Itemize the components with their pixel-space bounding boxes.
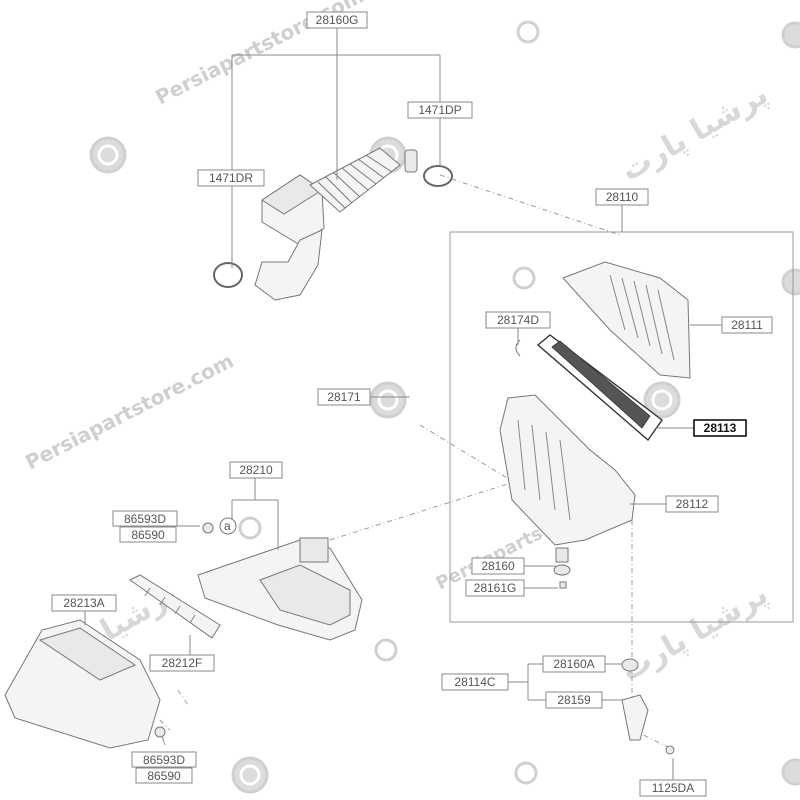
svg-text:28212F: 28212F: [162, 656, 203, 670]
svg-text:28161G: 28161G: [474, 581, 517, 595]
marker-a-letter: a: [224, 519, 231, 533]
watermark-logo-icon: [781, 268, 800, 296]
svg-text:28160G: 28160G: [316, 13, 359, 27]
callout-86590-upper[interactable]: 86590: [119, 526, 177, 543]
svg-text:86590: 86590: [147, 769, 181, 783]
svg-text:28160: 28160: [481, 559, 515, 573]
bracket-28114C: [621, 658, 675, 755]
callout-28160A[interactable]: 28160A: [542, 655, 606, 673]
watermark-logo-icon: [374, 638, 398, 662]
callout-28174D[interactable]: 28174D: [485, 311, 551, 329]
callout-28213A[interactable]: 28213A: [51, 594, 117, 612]
svg-text:1471DP: 1471DP: [418, 103, 461, 117]
callout-28110[interactable]: 28110: [595, 188, 649, 206]
resonator-28213A: [4, 619, 166, 749]
callout-28171[interactable]: 28171: [317, 388, 371, 406]
watermark-logo-icon: [514, 761, 538, 785]
svg-text:28210: 28210: [239, 463, 273, 477]
watermark-logo-icon: [231, 756, 269, 794]
marker-a-circle: [219, 517, 237, 535]
watermark-url-2: Persiapartstore.com: [21, 349, 237, 475]
svg-text:28160A: 28160A: [553, 657, 594, 671]
svg-text:28114C: 28114C: [454, 675, 495, 689]
callout-1125DA[interactable]: 1125DA: [639, 779, 707, 797]
svg-text:86593D: 86593D: [143, 753, 185, 767]
hose-clamp-upper: [423, 165, 453, 187]
watermark-fa-1: پرشیا پارت: [615, 77, 774, 189]
callout-28111[interactable]: 28111: [721, 316, 773, 334]
svg-text:28111: 28111: [731, 318, 763, 332]
svg-text:28174D: 28174D: [497, 313, 539, 327]
svg-text:1471DR: 1471DR: [209, 171, 253, 185]
air-cleaner-assembly: [449, 231, 794, 623]
watermark-logo-icon: [238, 516, 262, 540]
callout-28160G[interactable]: 28160G: [306, 11, 368, 29]
callout-28113[interactable]: 28113: [693, 419, 747, 437]
watermark-fa-3: پرشیا پارت: [615, 577, 774, 689]
callout-1471DP[interactable]: 1471DP: [407, 101, 473, 119]
watermark-logo-icon: [516, 20, 540, 44]
intake-hose-assembly: [213, 147, 453, 301]
intake-duct-28210: a: [197, 517, 363, 641]
svg-text:28171: 28171: [327, 390, 361, 404]
callout-28114C[interactable]: 28114C: [441, 673, 509, 691]
watermark-logo-icon: [781, 21, 800, 49]
callout-1471DR[interactable]: 1471DR: [197, 169, 265, 187]
callout-28112[interactable]: 28112: [665, 495, 719, 513]
callout-28159[interactable]: 28159: [545, 691, 603, 709]
callout-28210[interactable]: 28210: [229, 461, 283, 479]
callout-86593D-upper[interactable]: 86593D: [112, 510, 178, 527]
svg-text:28159: 28159: [557, 693, 591, 707]
bracket-28212F: [129, 574, 221, 639]
hose-clamp-lower: [213, 262, 243, 288]
callout-28160[interactable]: 28160: [471, 557, 525, 575]
watermark-logo-icon: [781, 758, 800, 786]
svg-text:86593D: 86593D: [124, 512, 166, 526]
leader-lines: [84, 28, 728, 780]
svg-text:28110: 28110: [606, 190, 639, 204]
watermark-logo-icon: [369, 381, 407, 419]
watermark-logo-icon: [643, 381, 681, 419]
svg-text:28112: 28112: [676, 497, 709, 511]
callout-86593D-lower[interactable]: 86593D: [131, 751, 197, 768]
watermark-logo-icon: [512, 266, 536, 290]
assembly-frame: [449, 231, 794, 623]
svg-text:28113: 28113: [704, 421, 737, 435]
svg-text:28213A: 28213A: [63, 596, 104, 610]
callout-86590-lower[interactable]: 86590: [135, 767, 193, 784]
part-callouts: 28160G 1471DP 1471DR 28110 28111 28174D …: [51, 11, 773, 797]
svg-text:1125DA: 1125DA: [652, 781, 694, 795]
callout-28212F[interactable]: 28212F: [149, 654, 215, 672]
svg-text:86590: 86590: [131, 528, 165, 542]
watermark-logo-icon: [89, 136, 127, 174]
callout-28161G[interactable]: 28161G: [465, 579, 525, 597]
